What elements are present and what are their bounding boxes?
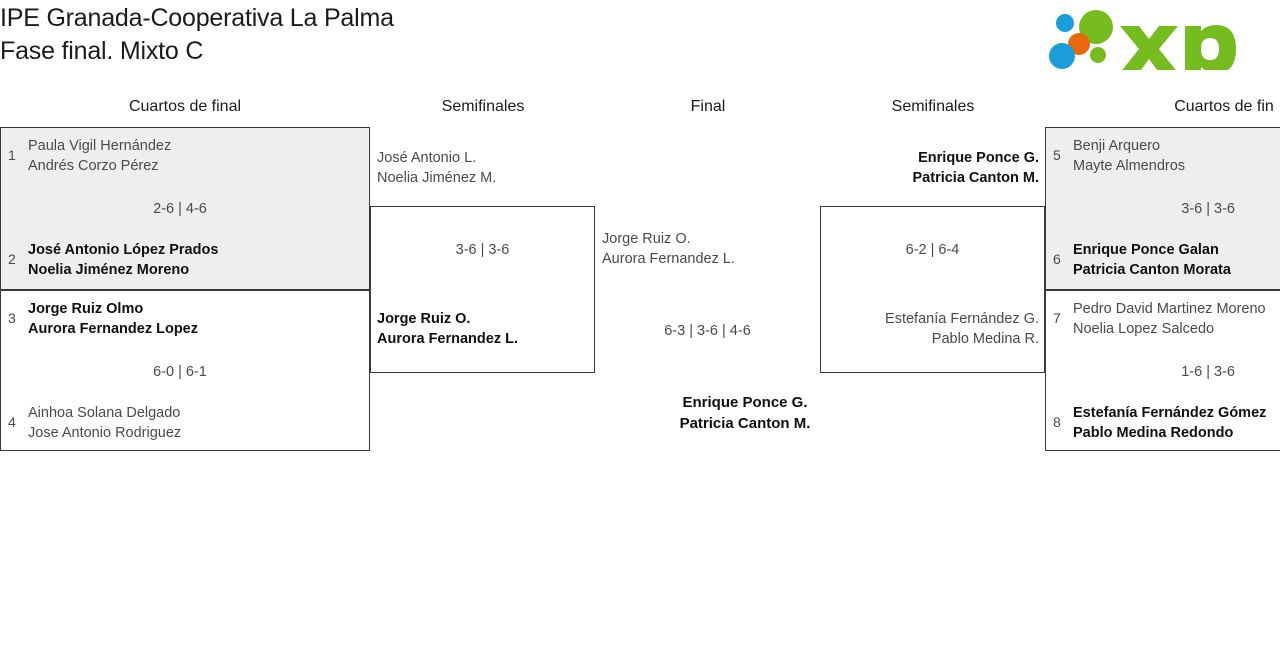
page-title: IPE Granada-Cooperativa La Palma Fase fi… [0,4,394,65]
final-top-team[interactable]: Jorge Ruiz O.Aurora Fernandez L. [602,231,735,267]
sf-left-score: 3-6 | 3-6 [455,242,510,258]
qf-left-1-bottom-seed: 4 [8,414,16,430]
qf-box-left-1[interactable] [0,290,370,451]
qf-left-1-score: 6-0 | 6-1 [153,364,207,380]
qf-right-1-score: 1-6 | 3-6 [1181,364,1235,380]
qf-right-0-top-seed: 5 [1053,147,1061,163]
sf-left-top-team[interactable]: José Antonio L.Noelia Jiménez M. [377,150,497,186]
qf-box-left-0[interactable] [0,127,370,290]
round-header-3: Semifinales [891,98,975,115]
final-score: 6-3 | 3-6 | 4-6 [664,323,751,339]
round-header-4: Cuartos de fin [1174,98,1274,115]
qf-left-0-top-seed: 1 [8,147,16,163]
qf-left-1-top-seed: 3 [8,310,16,326]
xporty-logo[interactable] [1048,8,1276,70]
final-champion[interactable]: Enrique Ponce G.Patricia Canton M. [679,394,811,432]
qf-left-0-bottom-seed: 2 [8,251,16,267]
qf-right-1-bottom-seed: 8 [1053,414,1061,430]
sf-box-right[interactable] [820,206,1045,373]
qf-right-0-bottom-seed: 6 [1053,251,1061,267]
sf-right-score: 6-2 | 6-4 [905,242,960,258]
round-header-1: Semifinales [441,98,525,115]
round-header-2: Final [690,98,726,115]
qf-box-right-1[interactable] [1045,290,1280,451]
round-header-0: Cuartos de final [128,98,242,115]
qf-left-0-score: 2-6 | 4-6 [153,201,207,217]
qf-right-0-score: 3-6 | 3-6 [1181,201,1235,217]
qf-right-1-top-seed: 7 [1053,310,1061,326]
sf-box-left[interactable] [370,206,595,373]
sf-right-top-team[interactable]: Enrique Ponce G.Patricia Canton M. [912,150,1040,186]
qf-box-right-0[interactable] [1045,127,1280,290]
sf-right-bottom-team[interactable]: Estefanía Fernández G.Pablo Medina R. [885,311,1039,347]
sf-left-bottom-team[interactable]: Jorge Ruiz O.Aurora Fernandez L. [377,311,518,347]
